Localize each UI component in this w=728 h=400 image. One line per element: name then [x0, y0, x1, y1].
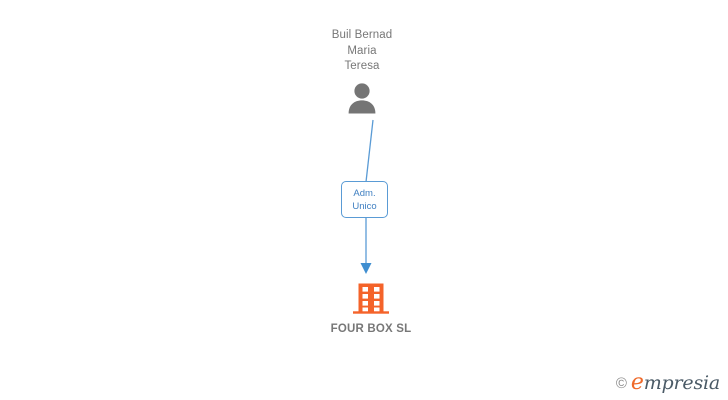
copyright-icon: ©: [615, 374, 627, 392]
person-icon-glyph: [348, 82, 376, 113]
relationship-label-box[interactable]: Adm. Unico: [341, 181, 388, 218]
connector-person-to-label: [365, 119, 374, 183]
arrowhead-icon: [360, 263, 372, 274]
brand-initial: e: [630, 370, 644, 395]
person-name-label: Buil Bernad Maria Teresa: [331, 29, 393, 72]
company-node[interactable]: FOUR BOX SL: [291, 282, 451, 336]
building-icon-glyph: [353, 283, 389, 314]
person-icon[interactable]: [282, 82, 442, 116]
brand-logo-text: empresia: [631, 372, 720, 394]
company-icon[interactable]: [291, 282, 451, 316]
company-name-label: FOUR BOX SL: [330, 323, 412, 335]
relationship-label-line2: Unico: [352, 200, 377, 212]
relationship-label-line1: Adm.: [353, 187, 376, 199]
person-node[interactable]: Buil Bernad Maria Teresa: [282, 28, 442, 116]
brand-rest: mpresia: [643, 372, 720, 394]
watermark: © empresia: [616, 372, 720, 394]
